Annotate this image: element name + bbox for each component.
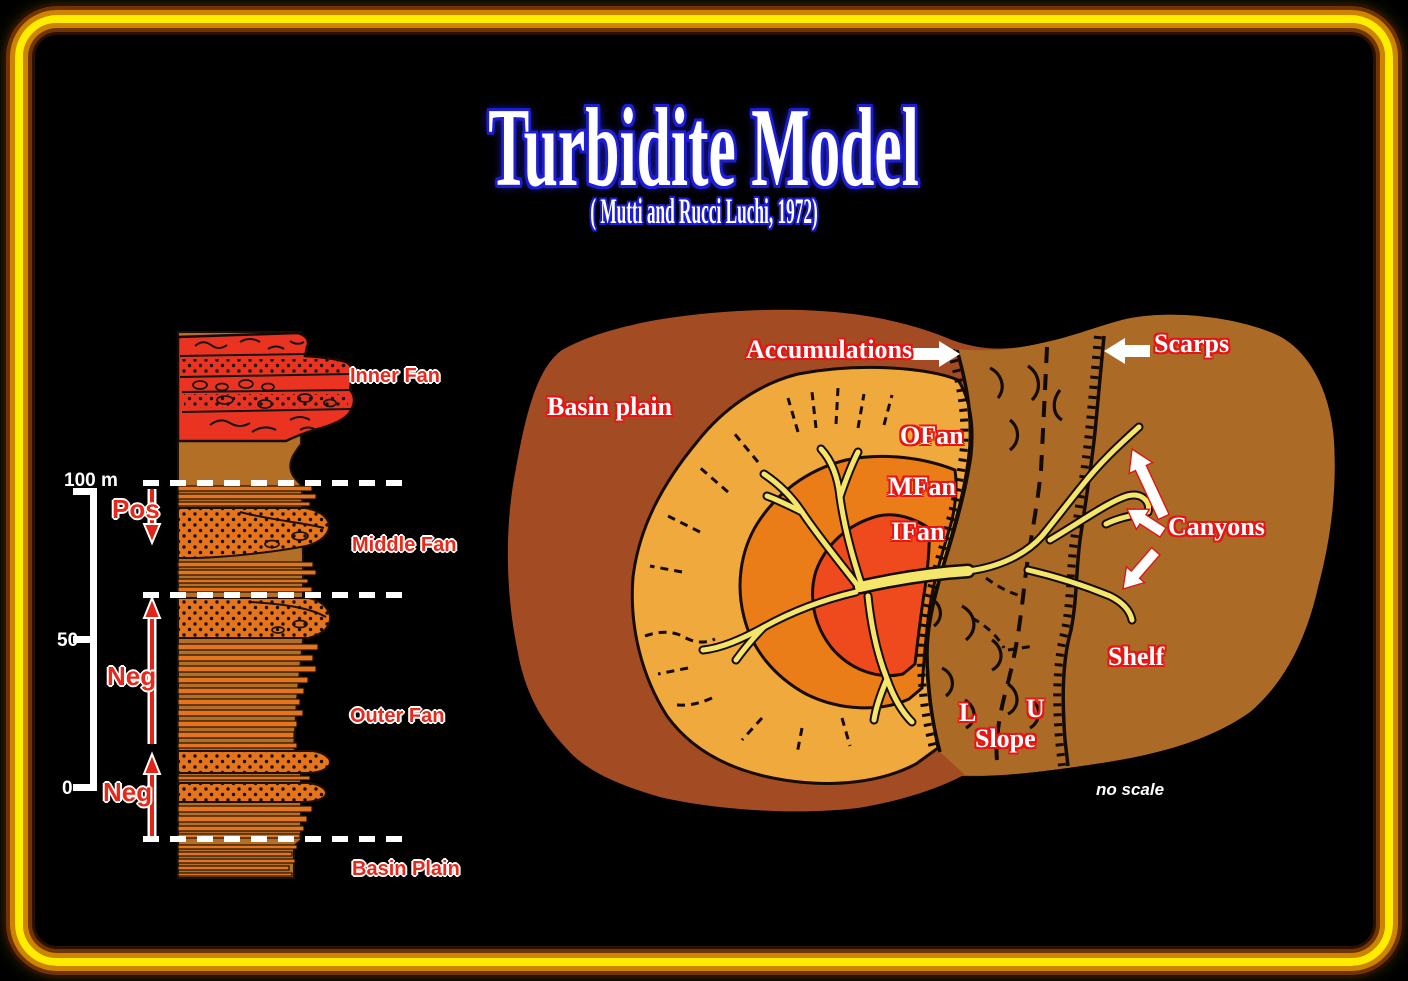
strat-column bbox=[73, 331, 410, 879]
scarp-lines bbox=[921, 336, 1106, 766]
dotted-sand-lenses bbox=[177, 507, 332, 803]
shelf-label: Shelf bbox=[1108, 642, 1165, 671]
column-stripes bbox=[177, 485, 319, 877]
ofan-label: OFan bbox=[900, 421, 964, 450]
canyons-arrow-upper bbox=[1128, 447, 1171, 521]
shelf-slope-region bbox=[927, 314, 1335, 776]
scale-bar bbox=[73, 488, 97, 791]
channel-traces bbox=[644, 387, 1035, 755]
canyons-arrow-lower bbox=[1122, 546, 1161, 590]
slope-lower-label: L bbox=[959, 698, 977, 727]
slope-divider-dash bbox=[994, 346, 1049, 761]
page-title: Turbidite Model bbox=[488, 86, 920, 210]
pos-trend-label: Pos bbox=[112, 494, 160, 524]
pos-trend-arrow bbox=[142, 489, 162, 546]
fan-map bbox=[507, 309, 1335, 812]
unit-boundary-dashes bbox=[143, 480, 410, 842]
mfan-label: MFan bbox=[888, 472, 956, 501]
slump-scarp-curls bbox=[929, 364, 1063, 730]
annotation-arrows bbox=[910, 338, 1171, 590]
neg-upper-trend-label: Neg bbox=[107, 661, 157, 691]
accumulations-label: Accumulations bbox=[746, 335, 913, 364]
slope-upper-label: U bbox=[1026, 694, 1045, 723]
scarps-arrow bbox=[1104, 338, 1150, 364]
outer-fan-label: Outer Fan bbox=[350, 705, 445, 727]
accumulations-arrow bbox=[910, 341, 960, 367]
canyons-label: Canyons bbox=[1168, 512, 1265, 541]
no-scale-note: no scale bbox=[1096, 780, 1165, 799]
title-block: Turbidite Model bbox=[0, 84, 1408, 213]
middle-fan-label: Middle Fan bbox=[352, 534, 457, 556]
basin-plain-map-label: Basin plain bbox=[547, 392, 673, 421]
page-subtitle: ( Mutti and Rucci Luchi, 1972) bbox=[590, 191, 818, 231]
neg-lower-trend-label: Neg bbox=[103, 777, 153, 807]
slope-label: Slope bbox=[975, 724, 1036, 753]
subtitle-block: ( Mutti and Rucci Luchi, 1972) bbox=[0, 190, 1408, 232]
ifan-label: IFan bbox=[891, 517, 945, 546]
neg-lower-trend-arrow bbox=[142, 751, 162, 836]
scarps-label: Scarps bbox=[1154, 329, 1230, 358]
scale-50-label: 50 bbox=[57, 630, 79, 651]
scale-0-label: 0 bbox=[62, 778, 73, 799]
inner-fan-label: Inner Fan bbox=[350, 365, 441, 387]
basin-plain-column-label: Basin Plain bbox=[352, 858, 460, 880]
inner-fan-unit bbox=[176, 331, 356, 443]
canyons-arrow-middle bbox=[1125, 508, 1168, 539]
neg-upper-trend-arrow bbox=[142, 595, 162, 744]
scale-100m-label: 100 m bbox=[64, 470, 118, 491]
